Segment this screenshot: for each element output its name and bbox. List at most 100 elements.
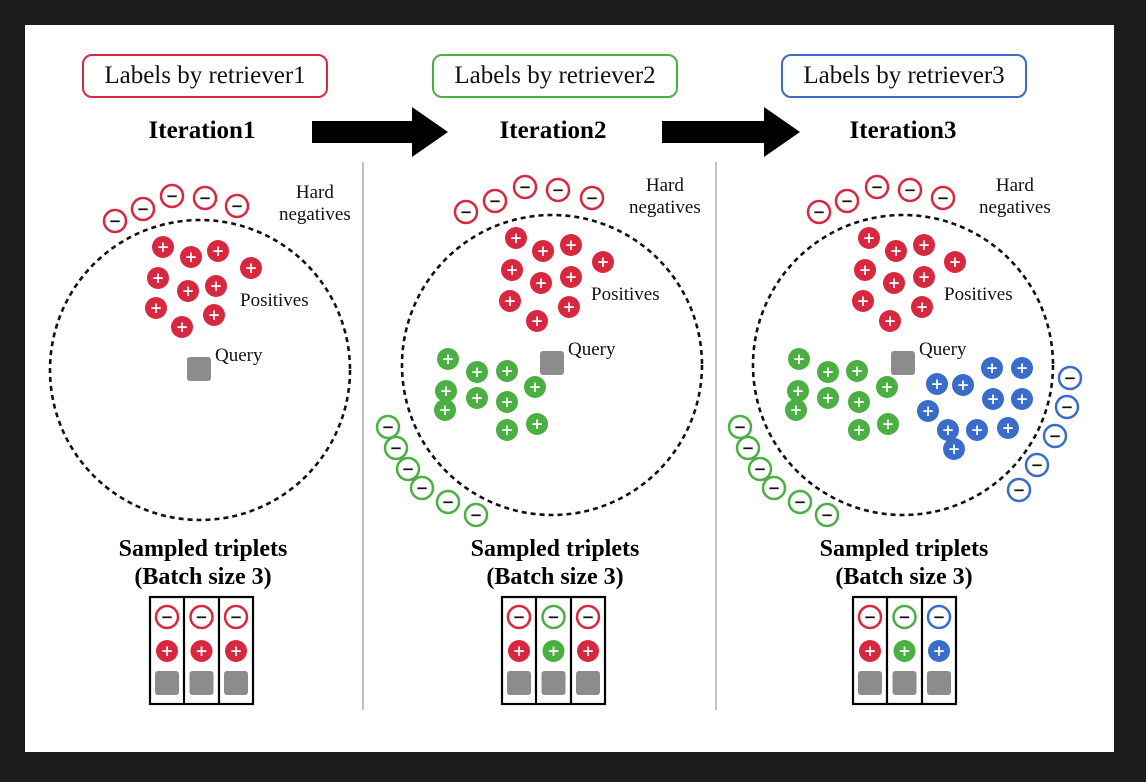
hard-negative-retriever2-3-5: − — [814, 502, 840, 528]
svg-text:+: + — [157, 238, 170, 256]
svg-text:+: + — [565, 268, 578, 286]
svg-text:−: − — [1031, 456, 1044, 474]
svg-text:−: − — [382, 418, 395, 436]
arrow-iteration2-to-3 — [662, 107, 800, 157]
svg-text:−: − — [841, 192, 854, 210]
positive-retriever2-3-9: + — [877, 413, 899, 435]
svg-text:−: − — [519, 178, 532, 196]
triplet-3-positive-1: + — [893, 640, 916, 662]
triplet-3-query-2 — [927, 671, 951, 695]
hard-negative-retriever2-2-1: − — [383, 435, 409, 461]
triplet-1-query-2 — [224, 671, 248, 695]
svg-text:+: + — [933, 642, 946, 660]
svg-text:−: − — [390, 439, 403, 457]
positive-2-0: + — [505, 227, 527, 249]
triplet-3-query-1 — [892, 671, 917, 695]
positive-3-7: + — [852, 290, 874, 312]
svg-text:+: + — [864, 642, 877, 660]
svg-text:+: + — [1016, 390, 1029, 408]
hard-negatives-label-1: Hard negatives — [279, 182, 351, 225]
svg-text:+: + — [506, 261, 519, 279]
triplet-3-negative-2: − — [926, 604, 952, 630]
retriever1-label: Labels by retriever1 — [104, 62, 306, 89]
retriever3-label: Labels by retriever3 — [803, 62, 1005, 89]
svg-text:+: + — [942, 421, 955, 439]
svg-text:+: + — [513, 642, 526, 660]
hard-negative-retriever2-2-4: − — [435, 489, 461, 515]
positive-1-3: + — [240, 257, 262, 279]
retriever3-label-box: Labels by retriever3 — [781, 54, 1027, 98]
svg-text:+: + — [971, 421, 984, 439]
svg-text:+: + — [822, 389, 835, 407]
positive-retriever3-3-10: + — [943, 438, 965, 460]
svg-text:−: − — [754, 460, 767, 478]
svg-text:−: − — [547, 608, 560, 626]
svg-text:+: + — [948, 440, 961, 458]
svg-text:−: − — [489, 192, 502, 210]
positive-retriever2-2-2: + — [496, 360, 518, 382]
hard-negative-retriever2-3-4: − — [787, 489, 813, 515]
embedding-circle-3 — [751, 213, 1055, 517]
sampled-triplets-title-2: Sampled triplets (Batch size 3) — [470, 536, 640, 590]
hard-negative-1-0: − — [102, 208, 128, 234]
svg-text:+: + — [1002, 419, 1015, 437]
svg-text:+: + — [949, 253, 962, 271]
positive-2-6: + — [560, 266, 582, 288]
svg-text:+: + — [439, 401, 452, 419]
triplet-1-positive-2: + — [225, 640, 247, 662]
svg-text:+: + — [210, 277, 223, 295]
positive-2-5: + — [530, 272, 552, 294]
svg-text:+: + — [884, 312, 897, 330]
positive-3-4: + — [854, 259, 876, 281]
query-square-3 — [891, 351, 915, 375]
triplet-3-negative-1: − — [892, 604, 917, 630]
hard-negative-retriever3-3-3: − — [1024, 452, 1050, 478]
svg-text:+: + — [793, 350, 806, 368]
svg-text:−: − — [442, 493, 455, 511]
svg-text:+: + — [182, 282, 195, 300]
svg-text:+: + — [918, 236, 931, 254]
positive-retriever3-3-1: + — [952, 374, 974, 396]
query-label-2: Query — [568, 339, 616, 360]
svg-text:+: + — [882, 415, 895, 433]
svg-text:+: + — [471, 363, 484, 381]
svg-text:+: + — [957, 376, 970, 394]
svg-text:+: + — [597, 253, 610, 271]
svg-text:+: + — [161, 642, 174, 660]
positive-3-6: + — [913, 266, 935, 288]
svg-text:+: + — [851, 362, 864, 380]
positive-3-8: + — [911, 296, 933, 318]
positive-2-9: + — [526, 310, 548, 332]
svg-text:+: + — [176, 318, 189, 336]
triplet-1-negative-0: − — [154, 604, 180, 630]
hard-negative-2-4: − — [579, 185, 605, 211]
diagram-graphics: −−−−−++++++++++−−−−−++++++++++++++++++++… — [48, 107, 1083, 710]
positive-1-7: + — [145, 297, 167, 319]
hard-negative-retriever2-2-2: − — [395, 456, 421, 482]
positive-retriever2-2-6: + — [524, 376, 546, 398]
svg-text:−: − — [552, 181, 565, 199]
svg-text:+: + — [150, 299, 163, 317]
svg-text:+: + — [890, 242, 903, 260]
positive-1-4: + — [147, 267, 169, 289]
hard-negative-retriever2-3-3: − — [761, 475, 787, 501]
svg-text:+: + — [916, 298, 929, 316]
embedding-circle-1 — [48, 218, 352, 522]
triplet-2-query-0 — [507, 671, 531, 695]
positive-3-1: + — [885, 240, 907, 262]
sampled-triplets-title-1: Sampled triplets (Batch size 3) — [118, 536, 288, 590]
svg-text:−: − — [460, 203, 473, 221]
triplet-2-query-2 — [576, 671, 600, 695]
positive-retriever2-2-0: + — [437, 348, 459, 370]
hard-negative-1-1: − — [130, 196, 156, 222]
svg-text:−: − — [933, 608, 946, 626]
positive-3-5: + — [883, 272, 905, 294]
query-label-1: Query — [215, 345, 263, 366]
svg-text:+: + — [531, 312, 544, 330]
svg-text:+: + — [918, 268, 931, 286]
svg-text:+: + — [853, 421, 866, 439]
svg-text:+: + — [440, 382, 453, 400]
positive-retriever2-2-7: + — [434, 399, 456, 421]
iteration1-title: Iteration1 — [148, 117, 256, 144]
hard-negative-retriever2-3-0: − — [727, 414, 753, 440]
